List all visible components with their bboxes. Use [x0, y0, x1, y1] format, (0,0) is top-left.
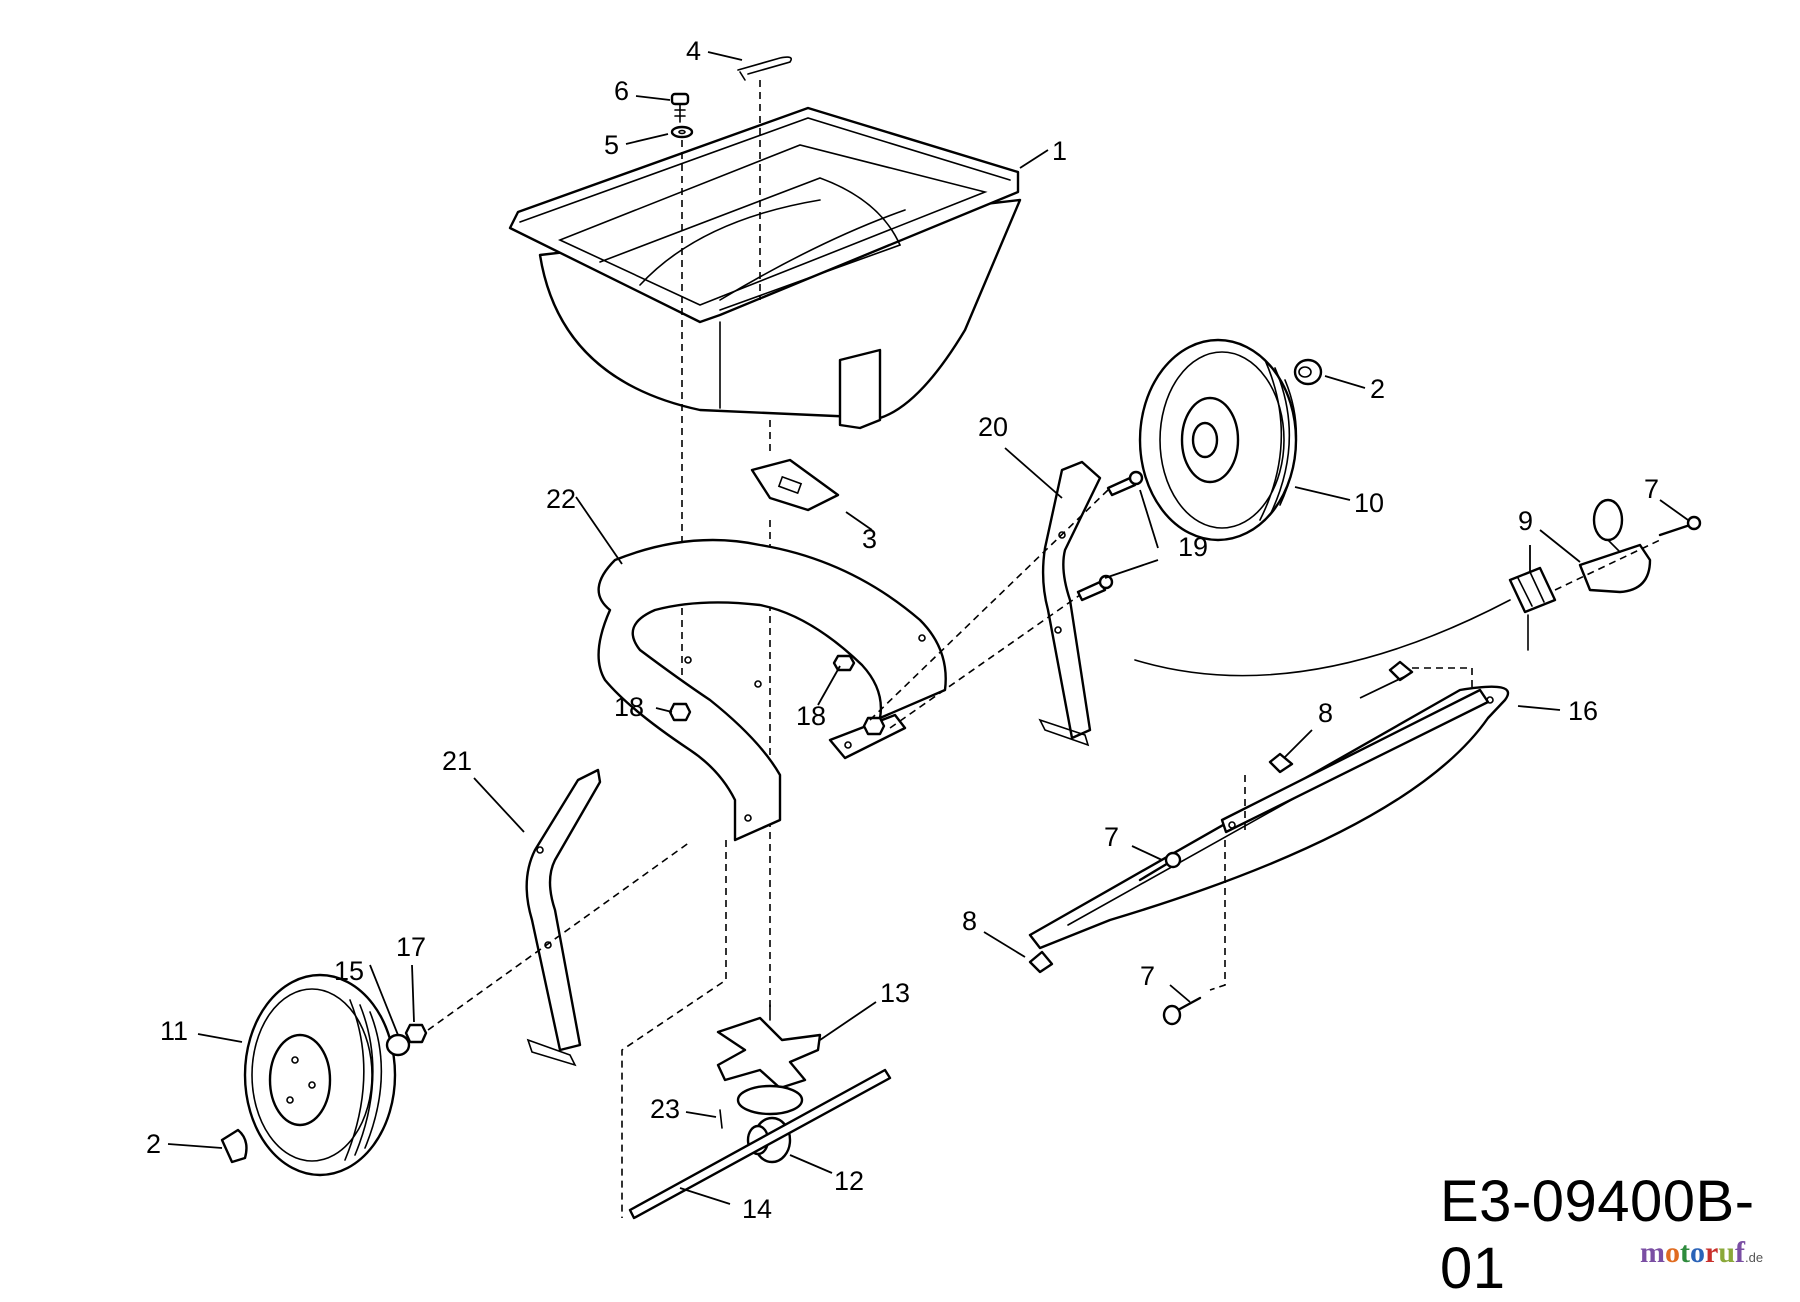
parts-diagram: 1 2 2 3 4 5 6 7 7 7 8 8 9 10 11 12 13 14… — [146, 36, 1702, 1224]
spinner — [716, 1004, 822, 1090]
callout-19: 19 — [1178, 532, 1208, 562]
callout-20: 20 — [978, 412, 1008, 442]
callout-21: 21 — [442, 746, 472, 776]
callout-7-middle: 7 — [1104, 822, 1119, 852]
leg-right — [1038, 460, 1102, 747]
hopper — [508, 106, 1022, 430]
callout-14: 14 — [742, 1194, 772, 1224]
callout-5: 5 — [604, 130, 619, 160]
callout-12: 12 — [834, 1166, 864, 1196]
callout-4: 4 — [686, 36, 701, 66]
hubcap-left — [220, 1128, 248, 1164]
wheel-left — [243, 973, 397, 1177]
control-lever — [1578, 498, 1652, 594]
callout-1: 1 — [1052, 136, 1067, 166]
callout-7-bottom: 7 — [1140, 961, 1155, 991]
leg-left — [525, 768, 602, 1067]
callout-8-lower: 8 — [962, 906, 977, 936]
callout-13: 13 — [880, 978, 910, 1008]
callout-3: 3 — [862, 524, 877, 554]
callout-7-lever: 7 — [1644, 474, 1659, 504]
nut-part-18b — [832, 654, 856, 672]
callouts: 1 2 2 3 4 5 6 7 7 7 8 8 9 10 11 12 13 14… — [146, 36, 1659, 1224]
axle — [628, 1068, 892, 1220]
callout-18-left: 18 — [614, 692, 644, 722]
callout-9: 9 — [1518, 506, 1533, 536]
callout-10: 10 — [1354, 488, 1384, 518]
wing-nut-part-8b — [1268, 752, 1294, 774]
frame — [597, 538, 947, 842]
callout-11: 11 — [160, 1016, 188, 1046]
nut-part-17 — [404, 1023, 428, 1044]
callout-16: 16 — [1568, 696, 1598, 726]
diagram-code: E3-09400B-01 — [1440, 1169, 1755, 1301]
bolt-part-7a — [1658, 515, 1702, 537]
handle-tube — [1028, 685, 1510, 950]
hitch-pin — [737, 56, 793, 81]
bushing-part-15 — [385, 1033, 411, 1057]
callout-2-right: 2 — [1370, 374, 1385, 404]
bolt-part-19b — [1076, 574, 1114, 602]
wheel-right — [1138, 338, 1298, 542]
hubcap-right — [1293, 358, 1323, 386]
callout-17: 17 — [396, 932, 426, 962]
bolt-part-19a — [1106, 470, 1144, 497]
wing-nut-part-8a — [1388, 660, 1414, 682]
motoruf-watermark-logo: motoruf.de — [1640, 1236, 1764, 1269]
agitator-plate — [750, 458, 840, 512]
nut-part-18a — [668, 702, 692, 722]
callout-8-upper: 8 — [1318, 698, 1333, 728]
handle-grip — [1508, 566, 1557, 614]
bolt-part-7c — [1162, 996, 1202, 1026]
nut-part-18c — [862, 716, 886, 736]
washer-part-5 — [670, 125, 694, 139]
pin-part-23 — [719, 1109, 723, 1129]
callout-15: 15 — [334, 956, 364, 986]
callout-18-right: 18 — [796, 701, 826, 731]
callout-23: 23 — [650, 1094, 680, 1124]
callout-22: 22 — [546, 484, 576, 514]
wing-nut-part-8c — [1028, 950, 1054, 974]
callout-6: 6 — [614, 76, 629, 106]
bolt-part-7b — [1138, 851, 1182, 882]
bolt-part-6 — [670, 92, 690, 123]
callout-2-left: 2 — [146, 1129, 161, 1159]
